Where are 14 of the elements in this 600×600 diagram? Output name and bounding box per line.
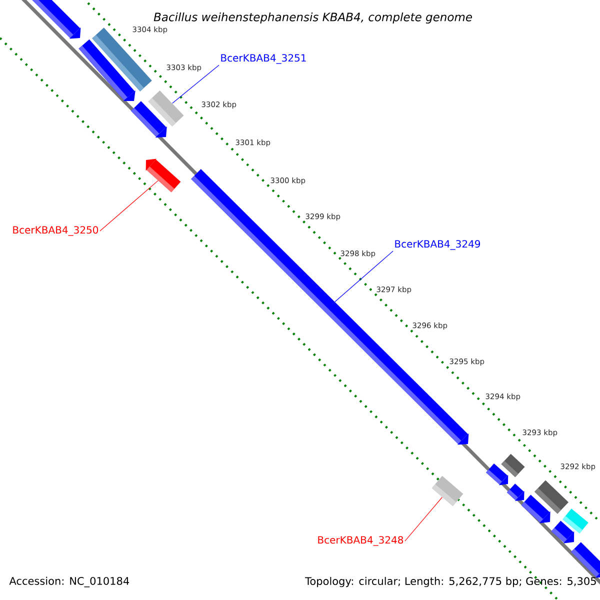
gene-feature bbox=[148, 90, 184, 126]
gene-feature bbox=[432, 476, 464, 506]
gene-label: BcerKBAB4_3248 bbox=[318, 536, 404, 546]
leader-line bbox=[100, 180, 158, 232]
genome-info-text: Topology: circular; Length: 5,262,775 bp; Genes: 5,305 bbox=[305, 576, 596, 588]
gene-label: BcerKBAB4_3250 bbox=[13, 226, 98, 236]
gene-feature bbox=[146, 158, 181, 192]
leader-line bbox=[404, 496, 442, 542]
gene-label: BcerKBAB4_3249 bbox=[395, 240, 480, 250]
leader-line bbox=[334, 250, 394, 302]
leader-line bbox=[172, 64, 220, 104]
accession-text: Accession: NC_010184 bbox=[9, 576, 130, 588]
gene-label: BcerKBAB4_3251 bbox=[221, 54, 306, 64]
title: Bacillus weihenstephanensis KBAB4, complete genome bbox=[154, 12, 472, 24]
